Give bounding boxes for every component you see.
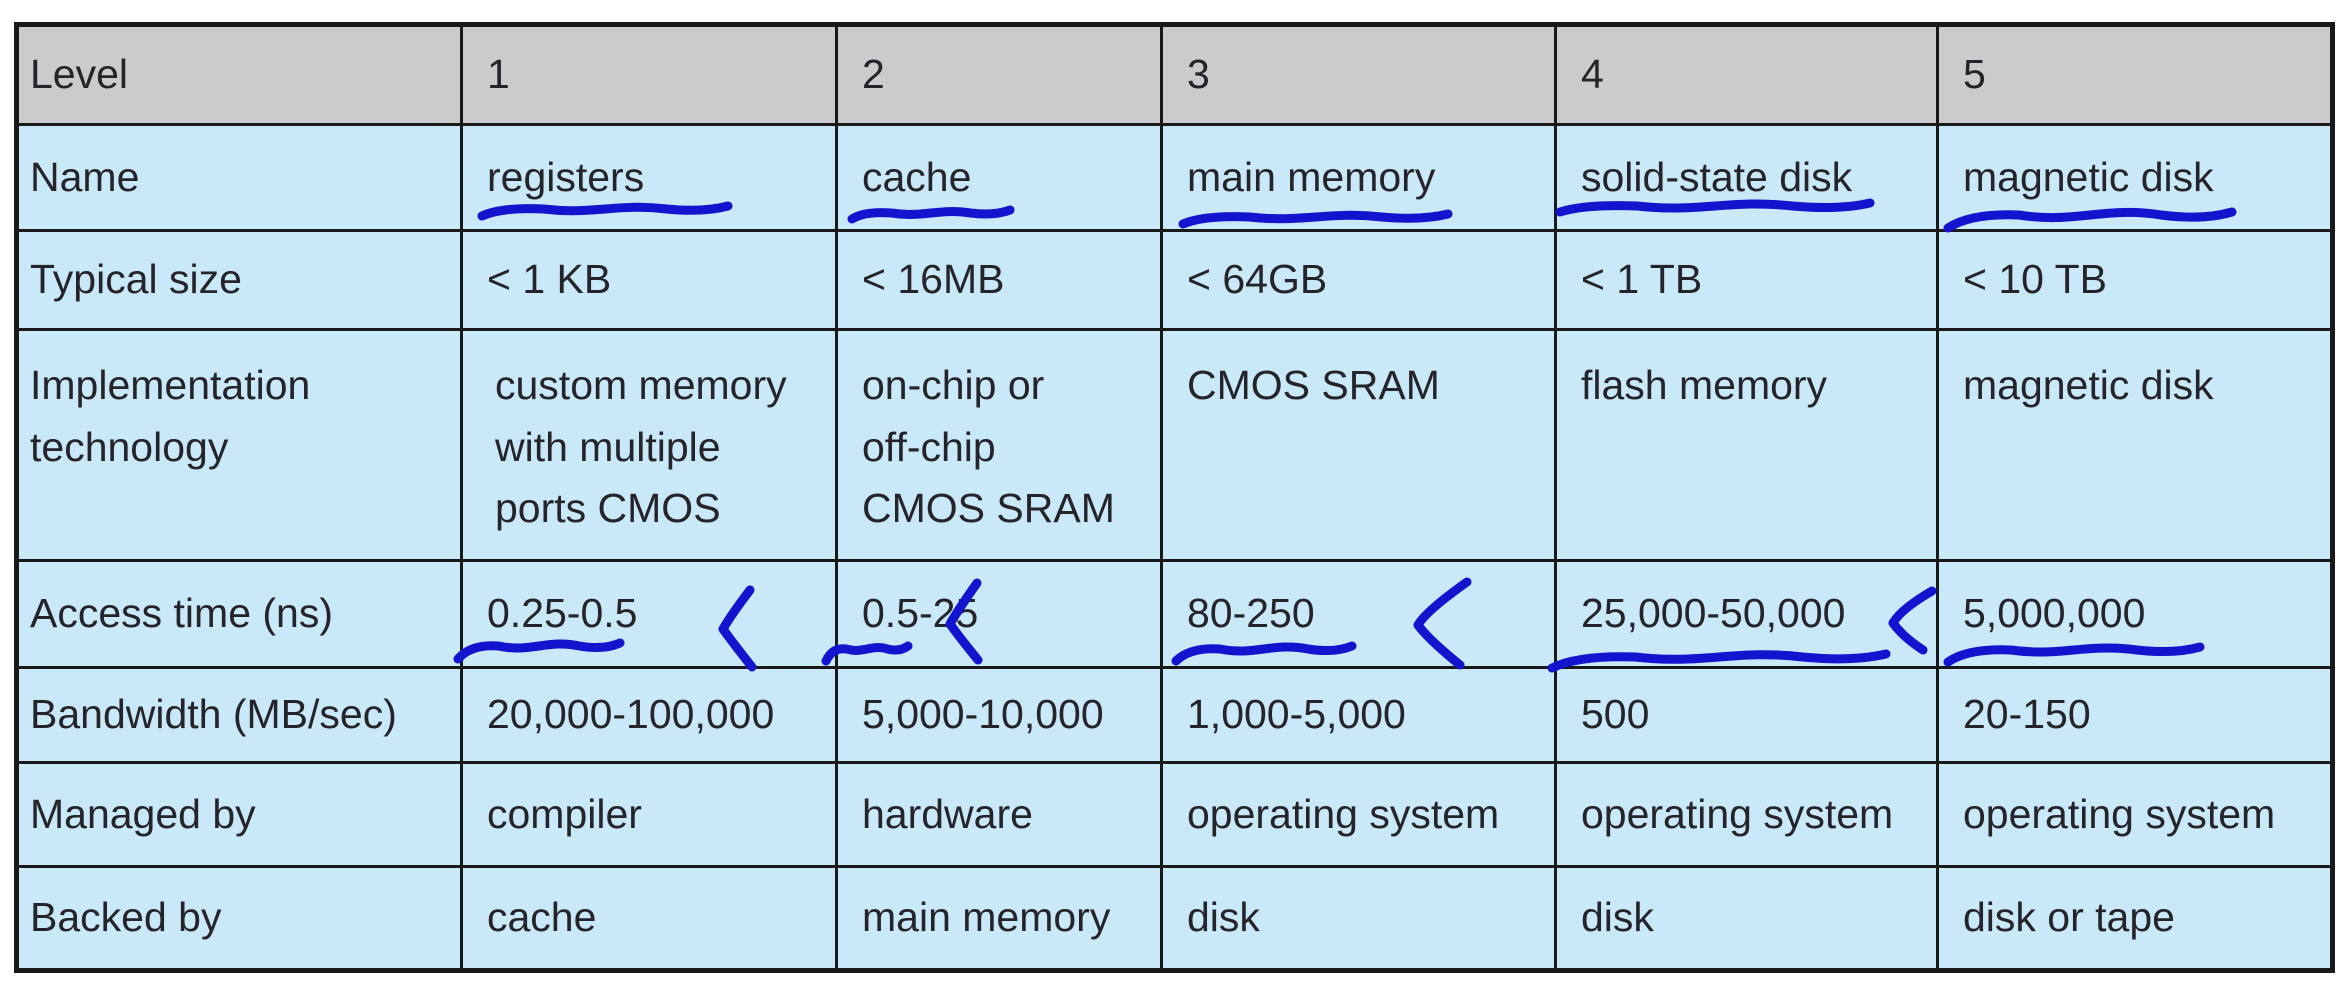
row-label-implementation-technology: Implementation technology (19, 331, 460, 559)
cell-name-level-5: magnetic disk (1939, 126, 2330, 229)
cell-bandwidth-level-1: 20,000-100,000 (463, 669, 835, 761)
cell-managed-by-level-4: operating system (1557, 764, 1936, 865)
cell-implementation-technology-level-1: custom memory with multiple ports CMOS (463, 331, 835, 559)
cell-bandwidth-level-5: 20-150 (1939, 669, 2330, 761)
cell-access-time-level-5: 5,000,000 (1939, 562, 2330, 666)
cell-backed-by-level-1: cache (463, 868, 835, 968)
header-level-2: 2 (838, 27, 1160, 123)
row-label-managed-by: Managed by (19, 764, 460, 865)
cell-access-time-level-2: 0.5-25 (838, 562, 1160, 666)
cell-name-level-4: solid-state disk (1557, 126, 1936, 229)
cell-access-time-level-4: 25,000-50,000 (1557, 562, 1936, 666)
cell-implementation-technology-level-3: CMOS SRAM (1163, 331, 1554, 559)
cell-managed-by-level-5: operating system (1939, 764, 2330, 865)
cell-managed-by-level-2: hardware (838, 764, 1160, 865)
row-label-backed-by: Backed by (19, 868, 460, 968)
cell-bandwidth-level-2: 5,000-10,000 (838, 669, 1160, 761)
cell-managed-by-level-3: operating system (1163, 764, 1554, 865)
cell-typical-size-level-2: < 16MB (838, 232, 1160, 328)
cell-backed-by-level-5: disk or tape (1939, 868, 2330, 968)
cell-implementation-technology-level-2: on-chip or off-chip CMOS SRAM (838, 331, 1160, 559)
header-level-4: 4 (1557, 27, 1936, 123)
cell-name-level-2: cache (838, 126, 1160, 229)
cell-backed-by-level-3: disk (1163, 868, 1554, 968)
cell-name-level-1: registers (463, 126, 835, 229)
cell-backed-by-level-4: disk (1557, 868, 1936, 968)
cell-name-level-3: main memory (1163, 126, 1554, 229)
row-label-name: Name (19, 126, 460, 229)
cell-typical-size-level-3: < 64GB (1163, 232, 1554, 328)
row-label-typical-size: Typical size (19, 232, 460, 328)
row-label-access-time: Access time (ns) (19, 562, 460, 666)
cell-access-time-level-1: 0.25-0.5 (463, 562, 835, 666)
cell-implementation-technology-level-5: magnetic disk (1939, 331, 2330, 559)
cell-bandwidth-level-3: 1,000-5,000 (1163, 669, 1554, 761)
header-level-label: Level (19, 27, 460, 123)
header-level-1: 1 (463, 27, 835, 123)
header-level-3: 3 (1163, 27, 1554, 123)
row-label-bandwidth: Bandwidth (MB/sec) (19, 669, 460, 761)
cell-managed-by-level-1: compiler (463, 764, 835, 865)
cell-typical-size-level-1: < 1 KB (463, 232, 835, 328)
cell-typical-size-level-4: < 1 TB (1557, 232, 1936, 328)
cell-bandwidth-level-4: 500 (1557, 669, 1936, 761)
header-level-5: 5 (1939, 27, 2330, 123)
cell-implementation-technology-level-4: flash memory (1557, 331, 1936, 559)
cell-access-time-level-3: 80-250 (1163, 562, 1554, 666)
cell-backed-by-level-2: main memory (838, 868, 1160, 968)
cell-typical-size-level-5: < 10 TB (1939, 232, 2330, 328)
